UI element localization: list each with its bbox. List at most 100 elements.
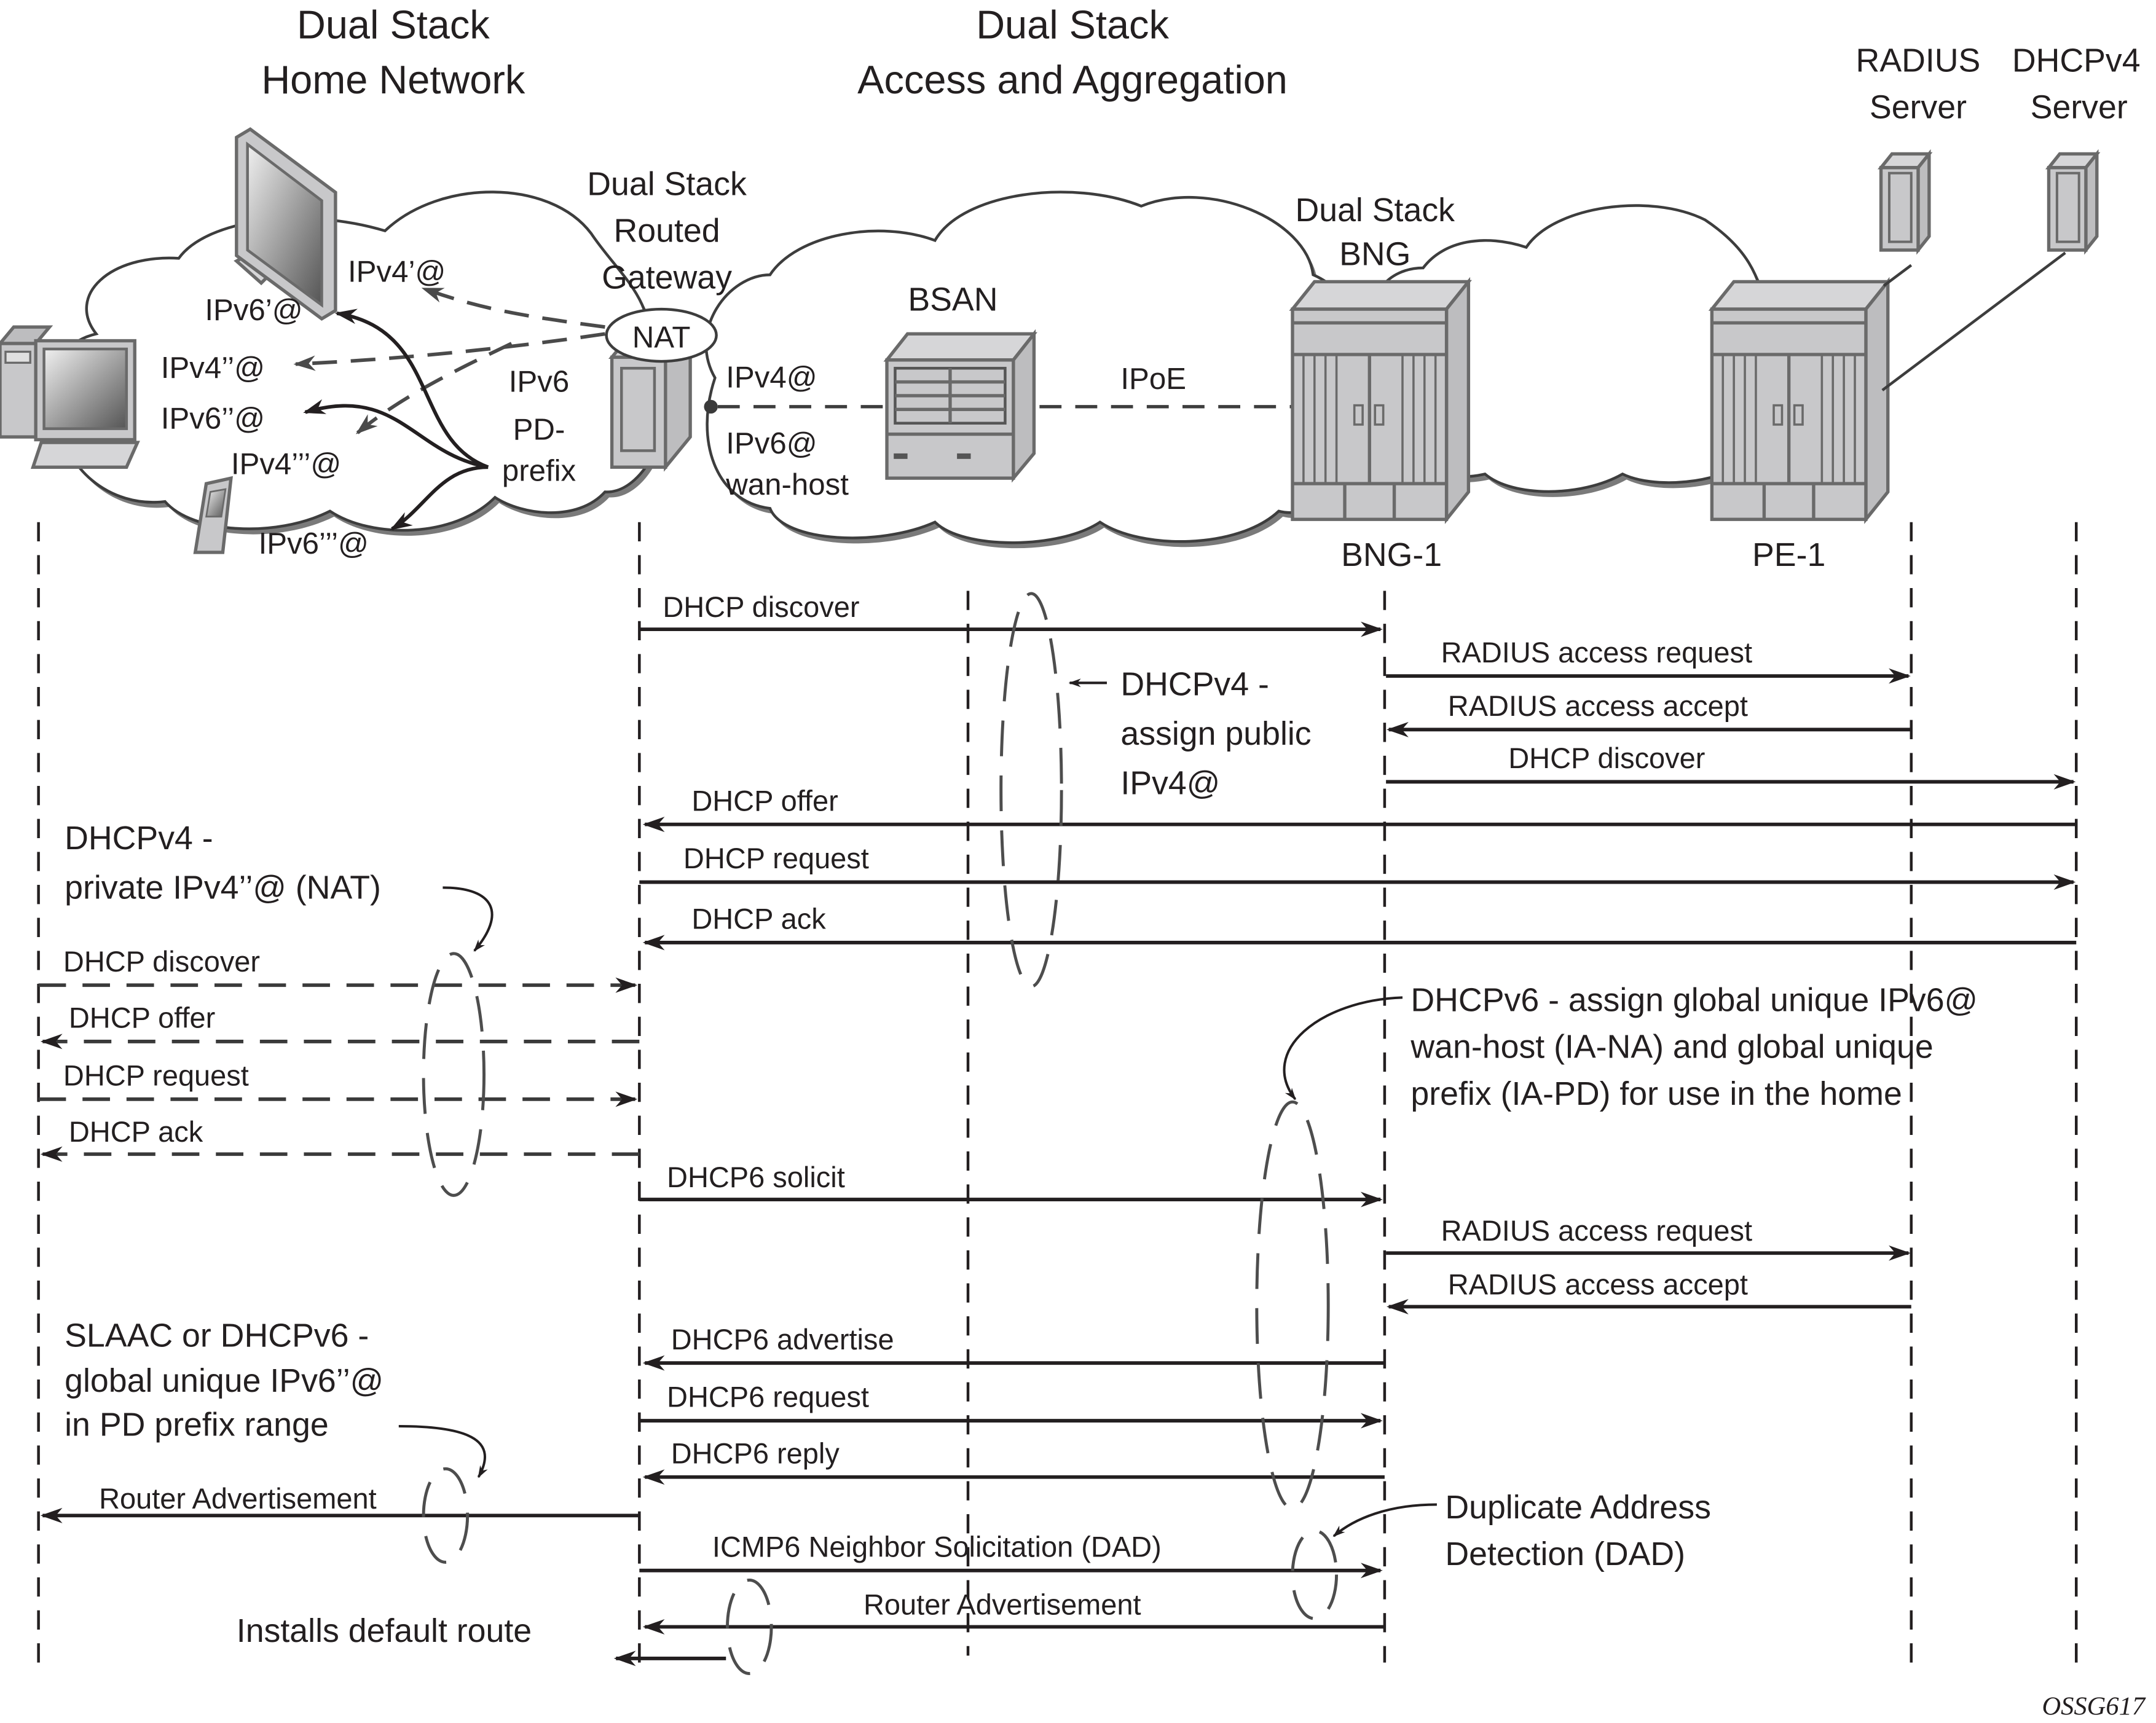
annotation-dhcpv6-assign: DHCPv6 - assign global unique IPv6@ wan-…	[1283, 982, 1978, 1112]
message-m5: DHCP offer	[642, 784, 2077, 833]
radius-server-icon	[1877, 149, 1933, 255]
label-pd-prefix: IPv6 PD- prefix	[502, 364, 576, 487]
svg-text:DHCP discover: DHCP discover	[1508, 742, 1705, 774]
svg-text:Gateway: Gateway	[602, 259, 732, 296]
svg-text:Router Advertisement: Router Advertisement	[99, 1482, 377, 1515]
message-m12: DHCP6 solicit	[639, 1161, 1383, 1207]
annotation-slaac: SLAAC or DHCPv6 - global unique IPv6’’@ …	[65, 1317, 488, 1478]
message-m11: DHCP ack	[40, 1115, 640, 1162]
svg-text:Detection (DAD): Detection (DAD)	[1445, 1536, 1685, 1572]
label-ipoe: IPoE	[1120, 362, 1186, 396]
title-access-line1: Dual Stack	[976, 2, 1169, 47]
group-slaac	[422, 1467, 470, 1564]
group-dhcpv4-public	[999, 592, 1063, 988]
message-m17: DHCP6 reply	[642, 1437, 1385, 1485]
svg-text:RADIUS access accept: RADIUS access accept	[1448, 1268, 1748, 1300]
label-ipv4-dprime: IPv4’’@	[161, 351, 265, 385]
message-m14: RADIUS access accept	[1387, 1268, 1911, 1315]
radius-server-label: RADIUS Server	[1856, 42, 1981, 125]
svg-text:Router Advertisement: Router Advertisement	[864, 1588, 1141, 1620]
message-m13: RADIUS access request	[1386, 1214, 1911, 1261]
svg-text:prefix (IA-PD) for use in the: prefix (IA-PD) for use in the home	[1410, 1075, 1902, 1112]
home-address-arrows	[293, 286, 605, 531]
annotation-default-route: Installs default route	[237, 1612, 532, 1649]
message-m6: DHCP request	[639, 842, 2076, 890]
mobile-phone-icon	[193, 476, 233, 554]
label-ipv6-prime: IPv6’@	[205, 293, 302, 327]
svg-text:DHCP offer: DHCP offer	[69, 1002, 215, 1034]
title-home-network-line2: Home Network	[261, 57, 525, 102]
svg-text:DHCP discover: DHCP discover	[63, 945, 260, 978]
bng-name: BNG-1	[1341, 536, 1442, 573]
svg-text:wan-host (IA-NA) and global un: wan-host (IA-NA) and global unique	[1410, 1029, 1933, 1066]
figure-id: OSSG617	[2042, 1692, 2146, 1721]
svg-text:DHCP6 request: DHCP6 request	[667, 1381, 869, 1413]
svg-text:RADIUS access request: RADIUS access request	[1441, 636, 1752, 669]
label-ipv6-tprime: IPv6’’’@	[259, 527, 369, 560]
svg-text:DHCP discover: DHCP discover	[663, 591, 859, 623]
message-m8: DHCP discover	[38, 945, 638, 993]
message-m20: Router Advertisement	[642, 1588, 1385, 1635]
title-home-network-line1: Dual Stack	[297, 2, 490, 47]
nat-badge: NAT	[605, 307, 718, 363]
svg-text:DHCP offer: DHCP offer	[691, 784, 838, 817]
annotation-dad: Duplicate Address Detection (DAD)	[1332, 1489, 1711, 1572]
label-wan-host: wan-host	[725, 468, 849, 501]
message-m7: DHCP ack	[642, 903, 2077, 951]
pe-router-icon	[1708, 277, 1892, 524]
svg-text:Duplicate Address: Duplicate Address	[1445, 1489, 1711, 1526]
message-m16: DHCP6 request	[639, 1381, 1383, 1429]
message-m2: RADIUS access request	[1386, 636, 1911, 684]
title-access-aggregation: Dual Stack Access and Aggregation	[857, 2, 1288, 102]
svg-text:DHCPv4: DHCPv4	[2012, 42, 2141, 79]
svg-text:DHCP ack: DHCP ack	[69, 1115, 203, 1148]
message-m4: DHCP discover	[1386, 742, 2076, 790]
svg-text:RADIUS access accept: RADIUS access accept	[1448, 689, 1748, 722]
dhcpv4-server-icon	[2045, 149, 2101, 255]
label-ipv6-dprime: IPv6’’@	[161, 402, 265, 436]
svg-text:DHCP ack: DHCP ack	[691, 903, 826, 935]
svg-text:DHCP6 solicit: DHCP6 solicit	[667, 1161, 845, 1193]
pe-dhcpv4-link	[1881, 251, 2066, 391]
message-m9: DHCP offer	[40, 1002, 640, 1050]
svg-text:IPv4@: IPv4@	[1120, 764, 1220, 801]
svg-text:DHCP6 reply: DHCP6 reply	[671, 1437, 840, 1469]
svg-text:PD-: PD-	[513, 413, 565, 447]
message-m1: DHCP discover	[639, 591, 1383, 637]
label-ipv4-tprime: IPv4’’’@	[231, 447, 341, 481]
message-m10: DHCP request	[38, 1059, 638, 1107]
svg-text:DHCPv6 - assign global unique: DHCPv6 - assign global unique IPv6@	[1410, 982, 1978, 1019]
message-m19: ICMP6 Neighbor Solicitation (DAD)	[639, 1530, 1383, 1579]
label-wan-ipv6: IPv6@	[726, 426, 817, 460]
pe-radius-link	[1883, 264, 1913, 287]
label-ipv4-prime: IPv4’@	[348, 254, 446, 288]
svg-text:RADIUS access request: RADIUS access request	[1441, 1214, 1752, 1247]
svg-text:SLAAC or DHCPv6 -: SLAAC or DHCPv6 -	[65, 1317, 369, 1354]
svg-text:Dual Stack: Dual Stack	[1295, 192, 1455, 229]
desktop-computer-icon	[0, 325, 140, 469]
svg-text:Dual Stack: Dual Stack	[587, 166, 747, 203]
bsan-label: BSAN	[908, 281, 997, 318]
svg-text:Server: Server	[1870, 88, 1967, 125]
bng-label: Dual Stack BNG	[1295, 192, 1455, 273]
title-home-network: Dual Stack Home Network	[261, 2, 525, 102]
bng-router-icon	[1289, 277, 1472, 524]
svg-text:DHCP request: DHCP request	[683, 842, 869, 874]
group-dhcpv4-private	[422, 952, 486, 1197]
svg-text:private IPv4’’@ (NAT): private IPv4’’@ (NAT)	[65, 869, 381, 906]
svg-text:DHCPv4 -: DHCPv4 -	[65, 820, 213, 857]
group-dad	[1291, 1529, 1339, 1620]
svg-text:ICMP6 Neighbor Solicitation (D: ICMP6 Neighbor Solicitation (DAD)	[712, 1530, 1162, 1563]
label-wan-ipv4: IPv4@	[726, 361, 817, 394]
svg-text:DHCP request: DHCP request	[63, 1059, 249, 1091]
group-default-route	[726, 1578, 773, 1675]
message-m18: Router Advertisement	[40, 1482, 640, 1523]
message-m3: RADIUS access accept	[1387, 689, 1911, 737]
svg-text:NAT: NAT	[632, 321, 691, 355]
pe-name: PE-1	[1752, 536, 1825, 573]
annotation-dhcpv4-public: DHCPv4 - assign public IPv4@	[1068, 665, 1312, 801]
svg-text:Server: Server	[2031, 88, 2128, 125]
title-access-line2: Access and Aggregation	[857, 57, 1288, 102]
bsan-switch-icon	[883, 329, 1037, 483]
